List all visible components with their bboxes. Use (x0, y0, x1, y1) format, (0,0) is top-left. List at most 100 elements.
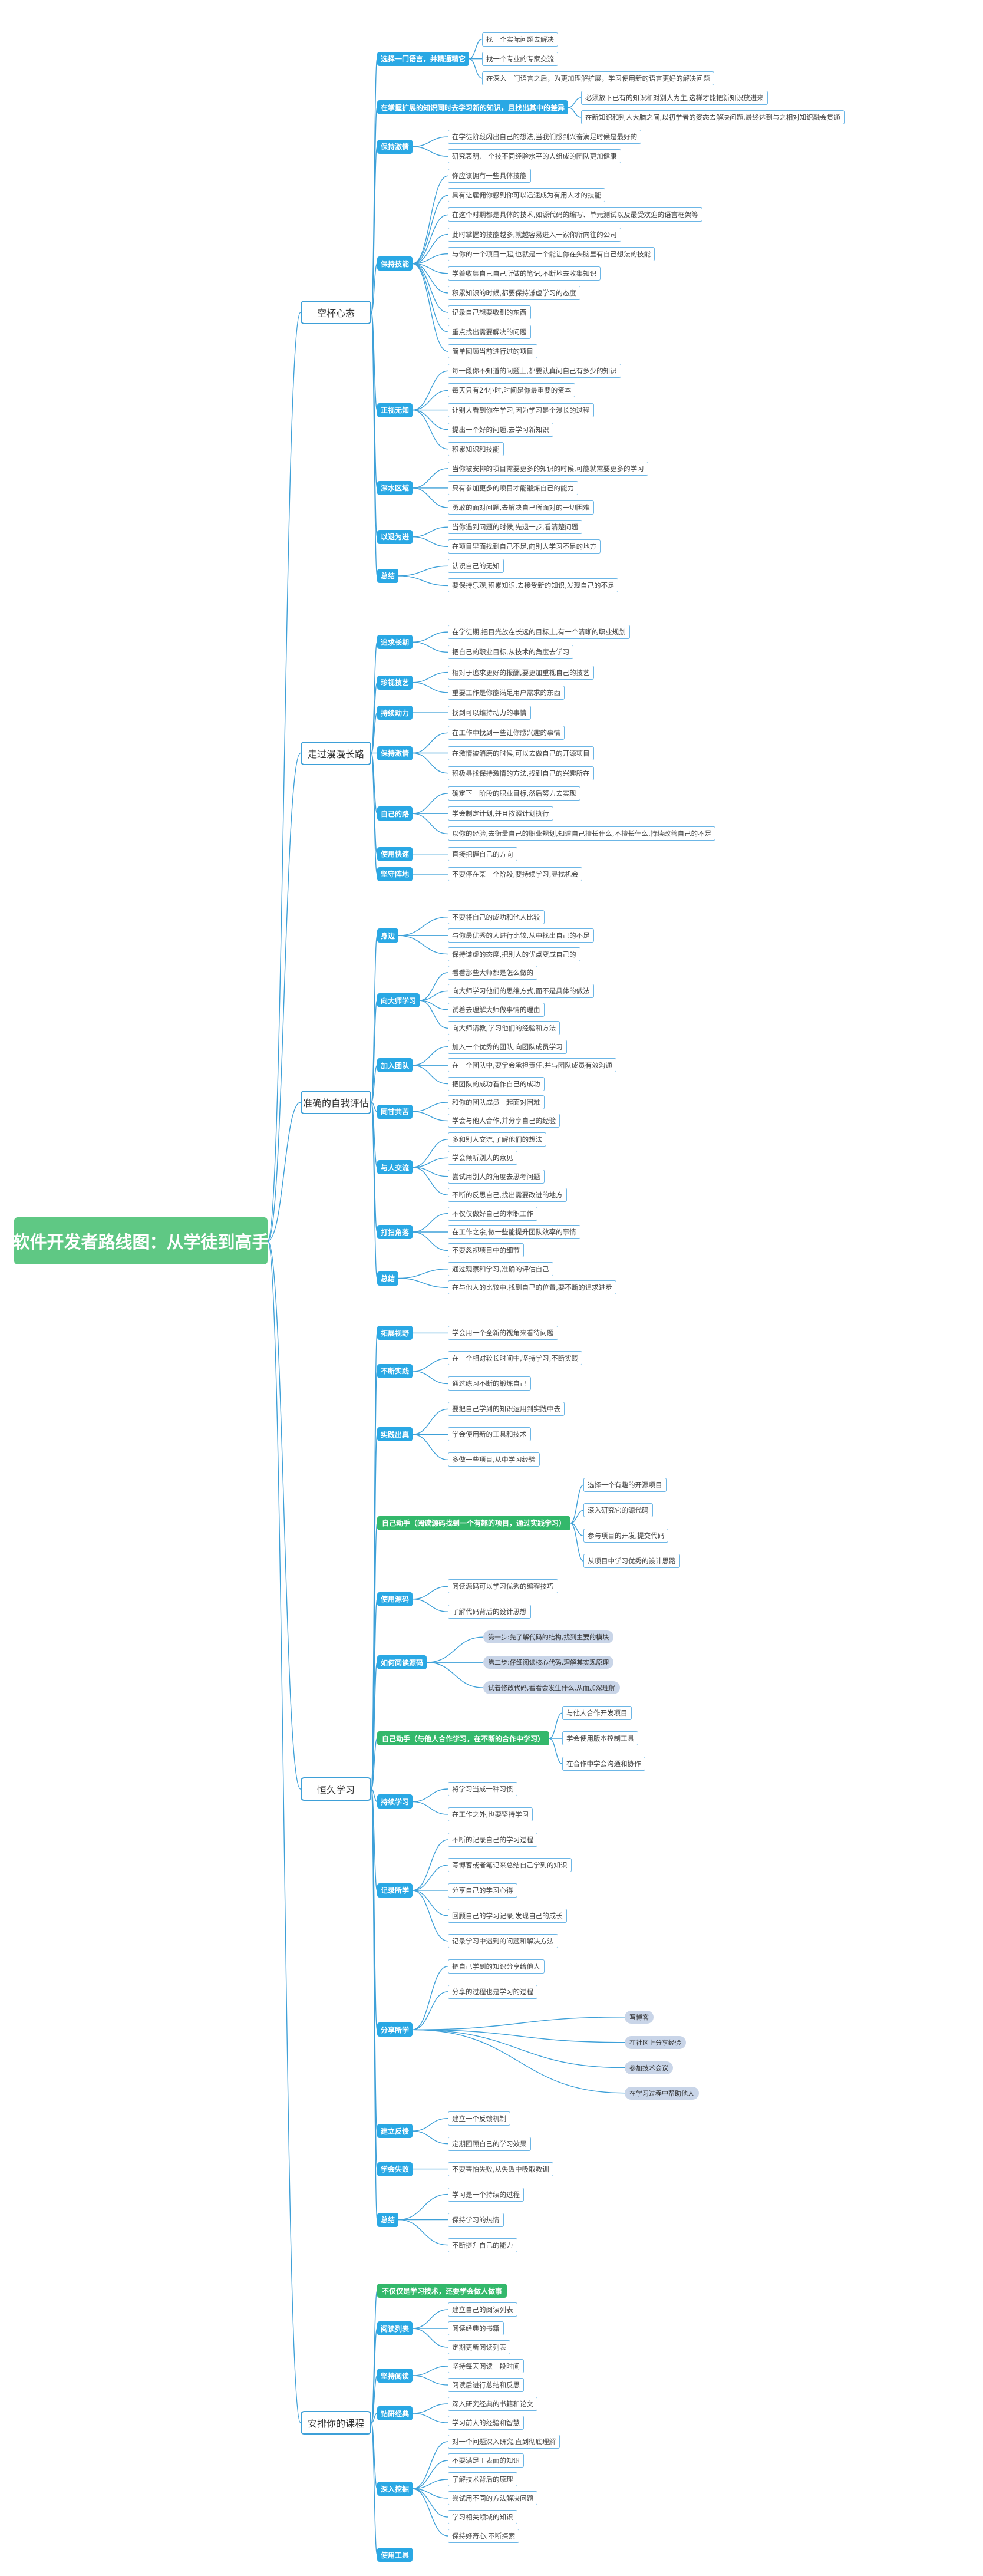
s4-g2-leaf-2: 通过练习不断的锻炼自己 (448, 1376, 531, 1391)
link-s3-g1-l1 (398, 917, 448, 936)
link-s4-g13-l1 (398, 2193, 448, 2221)
s4-group-7: 自己动手（与他人合作学习，在不断的合作中学习） (377, 1731, 550, 1746)
link-s4-g13 (371, 1788, 378, 2221)
link-s1-g3 (371, 146, 378, 313)
link-s3-g2-l4 (419, 1000, 448, 1029)
link-s4-g10-t3 (412, 2029, 625, 2068)
s4-group-12: 学会失败 (377, 2162, 413, 2176)
link-s4-g2-l1 (412, 1358, 448, 1372)
s3-g5-leaf-4: 不断的反思自己,找出需要改进的地方 (448, 1188, 567, 1203)
s3-g6-leaf-2: 在工作之余,做一些能提升团队效率的事情 (448, 1225, 580, 1239)
link-s4-g4-l2 (570, 1510, 584, 1524)
link-s3-g3-l1 (412, 1046, 448, 1066)
s4-g4-leaf-1: 选择一个有趣的开源项目 (583, 1478, 667, 1493)
section-1: 空杯心态 (301, 301, 371, 324)
s2-g1-leaf-1: 在学徒期,把目光放在长远的目标上,有一个清晰的职业规划 (448, 625, 630, 640)
link-s2-g4-l1 (412, 732, 448, 754)
s5-group-5: 深入挖掘 (377, 2482, 413, 2496)
s2-group-7: 坚守阵地 (377, 867, 413, 881)
link-s1-g1-l3 (469, 58, 483, 79)
link-s4-g10-t1 (412, 2017, 625, 2030)
link-s1-g4-l3 (412, 214, 448, 264)
link-s5-g2-l1 (412, 2309, 448, 2329)
s5-g2-leaf-1: 建立自己的阅读列表 (448, 2302, 517, 2317)
link-s4-g10-t4 (412, 2029, 625, 2094)
link-root-section-5 (267, 1240, 301, 2423)
s4-group-10: 分享所学 (377, 2022, 413, 2037)
s3-group-7: 总结 (377, 1271, 399, 1286)
s3-g4-leaf-2: 学会与他人合作,并分享自己的经验 (448, 1114, 560, 1128)
s2-g7-leaf-1: 不要停在某一个阶段,要持续学习,寻找机会 (448, 867, 583, 881)
link-root-section-3 (267, 1102, 301, 1241)
s4-g9-leaf-2: 写博客或者笔记来总结自己学到的知识 (448, 1857, 572, 1872)
s3-g4-leaf-1: 和你的团队成员一起面对困难 (448, 1095, 545, 1109)
s1-g1-leaf-2: 找一个专业的专家交流 (482, 51, 558, 66)
link-s3-g3-l3 (412, 1065, 448, 1085)
link-s4-g3-l1 (412, 1408, 448, 1435)
s2-g3-leaf-1: 找到可以维持动力的事情 (448, 706, 531, 720)
s1-g3-leaf-2: 研究表明,一个技不同经验水平的人组成的团队更加健康 (448, 149, 621, 164)
link-s3-g6-l1 (412, 1213, 448, 1233)
s4-g6-chip-3: 试着修改代码,看看会发生什么,从而加深理解 (483, 1681, 620, 1695)
s4-g6-chip-2: 第二步:仔细阅读核心代码,理解其实现原理 (483, 1656, 614, 1669)
link-s5-g3 (371, 2375, 378, 2423)
s5-g2-leaf-2: 阅读经典的书籍 (448, 2321, 504, 2335)
s1-g6-leaf-1: 当你被安排的项目需要更多的知识的时候,可能就需要更多的学习 (448, 461, 648, 476)
section-5: 安排你的课程 (301, 2411, 371, 2435)
link-s4-g8-l1 (412, 1788, 448, 1803)
s5-g5-leaf-1: 对一个问题深入研究,直到彻底理解 (448, 2435, 560, 2449)
link-s3-g7-l2 (398, 1277, 448, 1288)
s4-g3-leaf-1: 要把自己学到的知识运用到实践中去 (448, 1402, 565, 1417)
link-s4-g10-l2 (412, 1991, 448, 2030)
s1-g6-leaf-3: 勇敢的面对问题,去解决自己所面对的一切困难 (448, 500, 594, 515)
link-s2-g5-l1 (412, 793, 448, 814)
link-s1-g5-l1 (412, 370, 448, 411)
link-s1-g4-l8 (412, 263, 448, 313)
s3-g1-leaf-2: 与你最优秀的人进行比较,从中找出自己的不足 (448, 928, 594, 943)
s2-group-5: 自己的路 (377, 806, 413, 821)
s4-g7-leaf-3: 在合作中学会沟通和协作 (562, 1757, 645, 1771)
s4-g9-leaf-1: 不断的记录自己的学习过程 (448, 1832, 537, 1847)
s2-g2-leaf-2: 重要工作是你能满足用户需求的东西 (448, 685, 565, 700)
s5-g4-leaf-2: 学习前人的经验和智慧 (448, 2416, 524, 2430)
link-root-section-1 (267, 312, 301, 1241)
link-s2-g4-l3 (412, 752, 448, 774)
s3-g5-leaf-2: 学会倾听别人的意见 (448, 1151, 517, 1165)
link-s4-g11-l2 (412, 2130, 448, 2145)
link-s3-g2 (371, 1000, 378, 1103)
s1-g5-leaf-3: 让别人看到你在学习,因为学习是个漫长的过程 (448, 403, 594, 417)
s4-g13-leaf-1: 学习是一个持续的过程 (448, 2187, 524, 2202)
s5-group-1: 不仅仅是学习技术，还要学会做人做事 (377, 2284, 507, 2298)
s2-g5-leaf-2: 学会制定计划,并且按照计划执行 (448, 806, 553, 821)
s1-group-2: 在掌握扩展的知识同时去学习新的知识，且找出其中的差异 (377, 100, 569, 115)
s4-g8-leaf-2: 在工作之外,也要坚持学习 (448, 1807, 533, 1821)
s1-g3-leaf-1: 在学徒阶段闪出自己的想法,当我们感到兴奋满足时候是最好的 (448, 130, 642, 144)
s1-g6-leaf-2: 只有参加更多的项目才能锻炼自己的能力 (448, 480, 578, 495)
s4-group-11: 建立反馈 (377, 2124, 413, 2139)
s1-group-5: 正视无知 (377, 403, 413, 417)
s5-g3-leaf-1: 坚持每天阅读一段时间 (448, 2359, 524, 2373)
s2-g2-leaf-1: 相对于追求更好的报酬,要更加重视自己的技艺 (448, 665, 594, 680)
s3-g3-leaf-3: 把团队的成功看作自己的成功 (448, 1076, 545, 1091)
link-s1-g5-l5 (412, 409, 448, 450)
link-s4-g9-l5 (412, 1890, 448, 1942)
link-s3-g6-l3 (412, 1231, 448, 1251)
s5-g5-leaf-2: 不要满足于表面的知识 (448, 2453, 524, 2468)
s4-g2-leaf-1: 在一个相对较长时间中,坚持学习,不断实践 (448, 1351, 583, 1366)
link-s3-g4-l2 (412, 1111, 448, 1122)
s4-g10-tag-2: 在社区上分享经验 (625, 2035, 686, 2049)
s3-g2-leaf-4: 向大师请教,学习他们的经验和方法 (448, 1021, 560, 1036)
link-s4-g3-l3 (412, 1434, 448, 1461)
link-s3-g1-l3 (398, 935, 448, 955)
link-s1-g4-l5 (412, 253, 448, 264)
s4-group-6: 如何阅读源码 (377, 1655, 427, 1670)
s2-g5-leaf-1: 确定下一阶段的职业目标,然后努力去实现 (448, 786, 580, 801)
s3-g2-leaf-1: 看看那些大师都是怎么做的 (448, 966, 537, 980)
s1-g4-leaf-4: 此时掌握的技能越多,就越容易进入一家你所向往的公司 (448, 227, 621, 242)
s4-g3-leaf-2: 学会使用新的工具和技术 (448, 1427, 531, 1442)
s5-g3-leaf-2: 阅读后进行总结和反思 (448, 2378, 524, 2392)
s5-group-4: 钻研经典 (377, 2406, 413, 2420)
s3-g1-leaf-3: 保持谦虚的态度,把别人的优点变成自己的 (448, 947, 580, 961)
s4-g4-leaf-2: 深入研究它的源代码 (583, 1503, 653, 1518)
link-s3-g2-l1 (419, 972, 448, 1001)
